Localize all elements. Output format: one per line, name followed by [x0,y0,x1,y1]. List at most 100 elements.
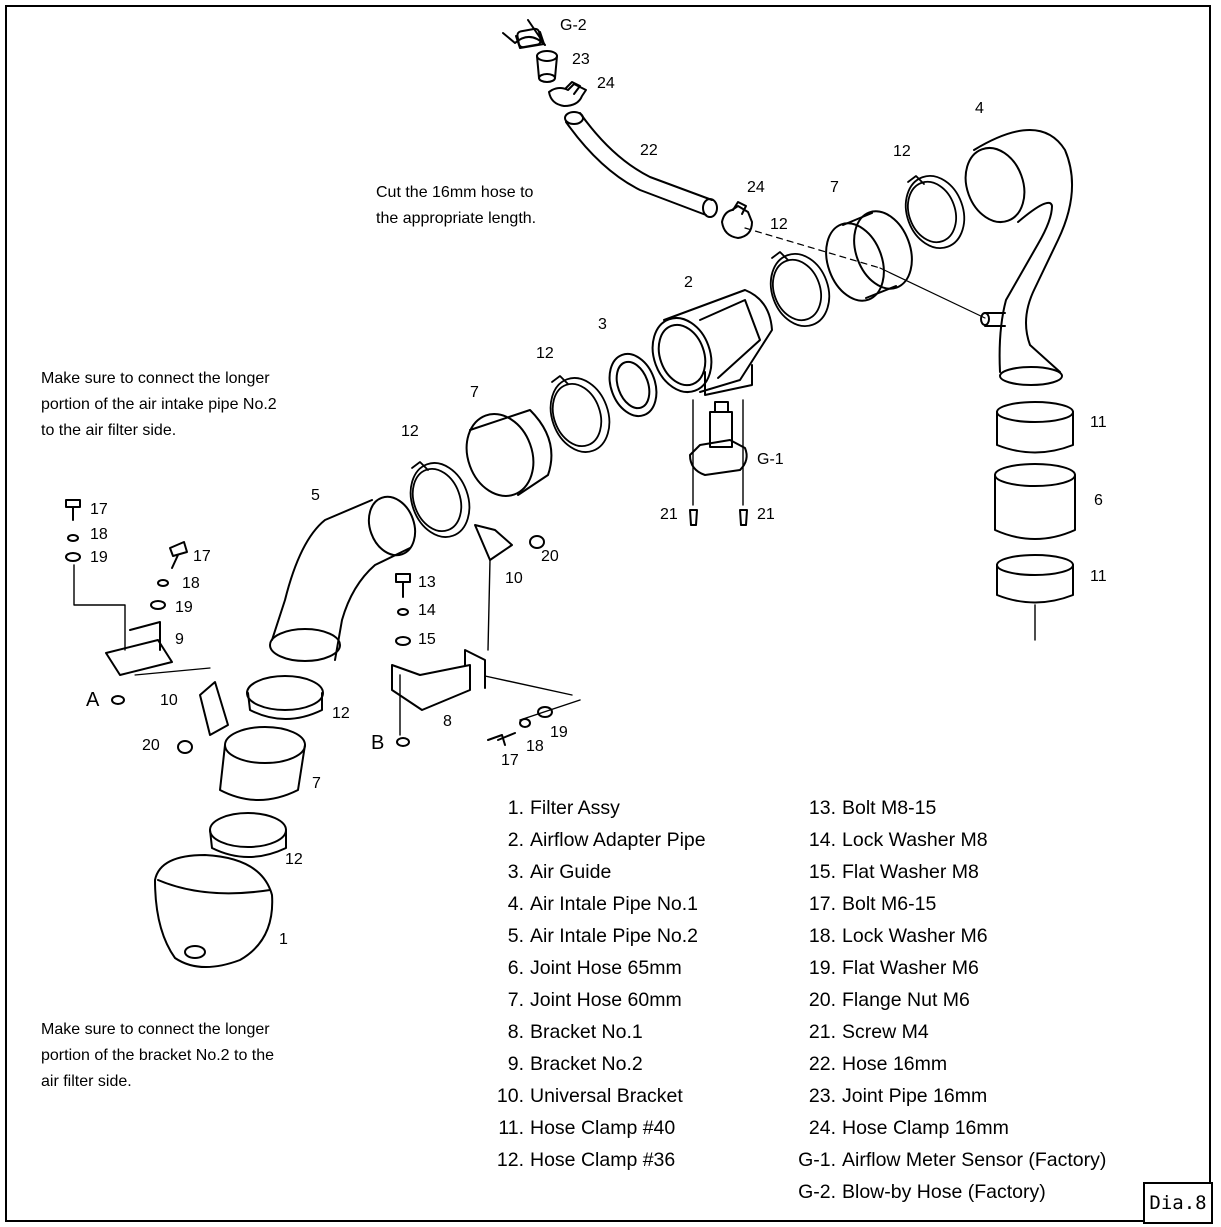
callout-label: 5 [311,487,320,504]
legend-item-label: Lock Washer M6 [842,925,988,947]
legend-item-label: Screw M4 [842,1021,929,1043]
legend-item-number: 8. [507,1021,524,1043]
hose-clamp-16mm-part [548,81,587,107]
legend-item: 21.Screw M4 [778,1016,929,1048]
callout-label: 11 [1090,414,1107,431]
bracket-no1-part [391,649,581,747]
legend-item-label: Universal Bracket [530,1085,683,1107]
legend-item-label: Joint Hose 60mm [530,989,682,1011]
callout-label: 17 [193,548,211,565]
legend-item-label: Air Guide [530,861,612,883]
legend-item: 20. Flange Nut M6 [778,984,970,1016]
callout-label: G-1 [757,451,784,468]
legend-item-number: 7. [507,989,524,1011]
legend-item-number: 14. [808,829,836,851]
callout-label: 6 [1094,492,1103,509]
bolts-washers-part [65,499,553,754]
legend-item-label: Blow-by Hose (Factory) [842,1181,1046,1203]
callout-label: 2 [684,274,693,291]
joint-hose-60mm-lower-part [219,726,306,801]
legend-item-number: G-1. [798,1149,836,1171]
callout-label: 22 [640,142,658,159]
legend-item-number: 15. [808,861,836,883]
legend-item-label: Air Intale Pipe No.1 [530,893,699,915]
filter-assy-part [154,854,274,969]
joint-hose-65mm-part [994,463,1076,540]
callout-label: 12 [770,216,788,233]
callout-label: 13 [418,574,436,591]
legend-item-number: 13. [808,797,836,819]
bracket-no2-part [73,564,173,705]
legend-item: 7. Joint Hose 60mm [466,984,682,1016]
callout-label: 24 [597,75,615,92]
callout-label: 20 [541,548,559,565]
legend-item: 6.Joint Hose 65mm [466,952,682,984]
air-intake-pipe-no2-part [269,495,417,662]
legend-item-label: Hose Clamp #36 [530,1149,676,1171]
legend-item-number: 17. [808,893,836,915]
hose-clamp-36-lower-part [209,675,324,858]
legend-item: G-1.Airflow Meter Sensor (Factory) [778,1144,1106,1176]
legend-item: 22.Hose 16mm [778,1048,947,1080]
legend-item-number: G-2. [798,1181,836,1203]
legend-item-number: 19. [808,957,836,979]
callout-label: 18 [90,526,108,543]
legend-item-number: 12. [496,1149,524,1171]
callout-label: 17 [90,501,108,518]
legend-item-number: 20. [808,989,836,1011]
legend-item-number: 11. [498,1117,524,1139]
legend-item: 3.Air Guide [466,856,612,888]
note-hose-cut: Cut the 16mm hose to the appropriate len… [376,184,537,227]
callout-label: 12 [536,345,554,362]
callout-label: 19 [175,599,193,616]
callout-label: 3 [598,316,607,333]
legend-item-label: Bracket No.1 [530,1021,643,1043]
callout-label: 24 [747,179,765,196]
legend-item-label: Hose 16mm [842,1053,948,1075]
anchor-letter-a: A [86,689,100,711]
legend-item: 18.Lock Washer M6 [778,920,988,952]
legend-item: 23.Joint Pipe 16mm [778,1080,987,1112]
legend-item: 12. Hose Clamp #36 [466,1144,675,1176]
callout-label: 18 [182,575,200,592]
callout-label: 9 [175,631,184,648]
air-guide-part [608,353,658,417]
legend-item-number: 4. [507,893,524,915]
callout-label: 12 [285,851,303,868]
hose-clamp-16mm-lower-part [721,201,753,239]
legend-item: 8. Bracket No.1 [466,1016,643,1048]
legend-item-label: Joint Pipe 16mm [842,1085,988,1107]
callout-label: 1 [279,931,288,948]
legend-item: 17. Bolt M6-15 [778,888,936,920]
callout-label: 20 [142,737,160,754]
legend-item-label: Hose Clamp 16mm [842,1117,1009,1139]
anchor-letter-b: B [371,732,385,754]
legend-item-label: Filter Assy [530,797,620,819]
legend-item: 13.Bolt M8-15 [778,792,936,824]
legend-item-number: 9. [507,1053,524,1075]
joint-hose-60mm-upper-part [825,210,913,302]
legend-item-number: 10. [496,1085,524,1107]
legend-item: 1.Filter Assy [466,792,620,824]
callout-label: 11 [1090,568,1107,585]
hose-clamp-40-part [996,401,1074,641]
legend-item-label: Bolt M6-15 [842,893,937,915]
legend-item: 24.Hose Clamp 16mm [778,1112,1009,1144]
legend-item-number: 6. [507,957,524,979]
callout-label: G-2 [560,17,587,34]
callout-label: 12 [332,705,350,722]
callout-label: 4 [975,100,984,117]
airflow-adapter-pipe-part [651,289,773,396]
legend-item: 10. Universal Bracket [466,1080,683,1112]
legend-item: 9.Bracket No.2 [466,1048,643,1080]
callout-label: 17 [501,752,519,769]
legend-item-number: 5. [507,925,524,947]
note-bracket-side: Make sure to connect the longer portion … [41,1021,275,1090]
alignment-lines [134,227,986,676]
callout-label: 8 [443,713,452,730]
legend-item: 14.Lock Washer M8 [778,824,988,856]
legend-item-label: Flange Nut M6 [842,989,970,1011]
legend-item: 4. Air Intale Pipe No.1 [466,888,698,920]
callout-label: 10 [505,570,523,587]
legend-item: G-2. Blow-by Hose (Factory) [778,1176,1046,1208]
